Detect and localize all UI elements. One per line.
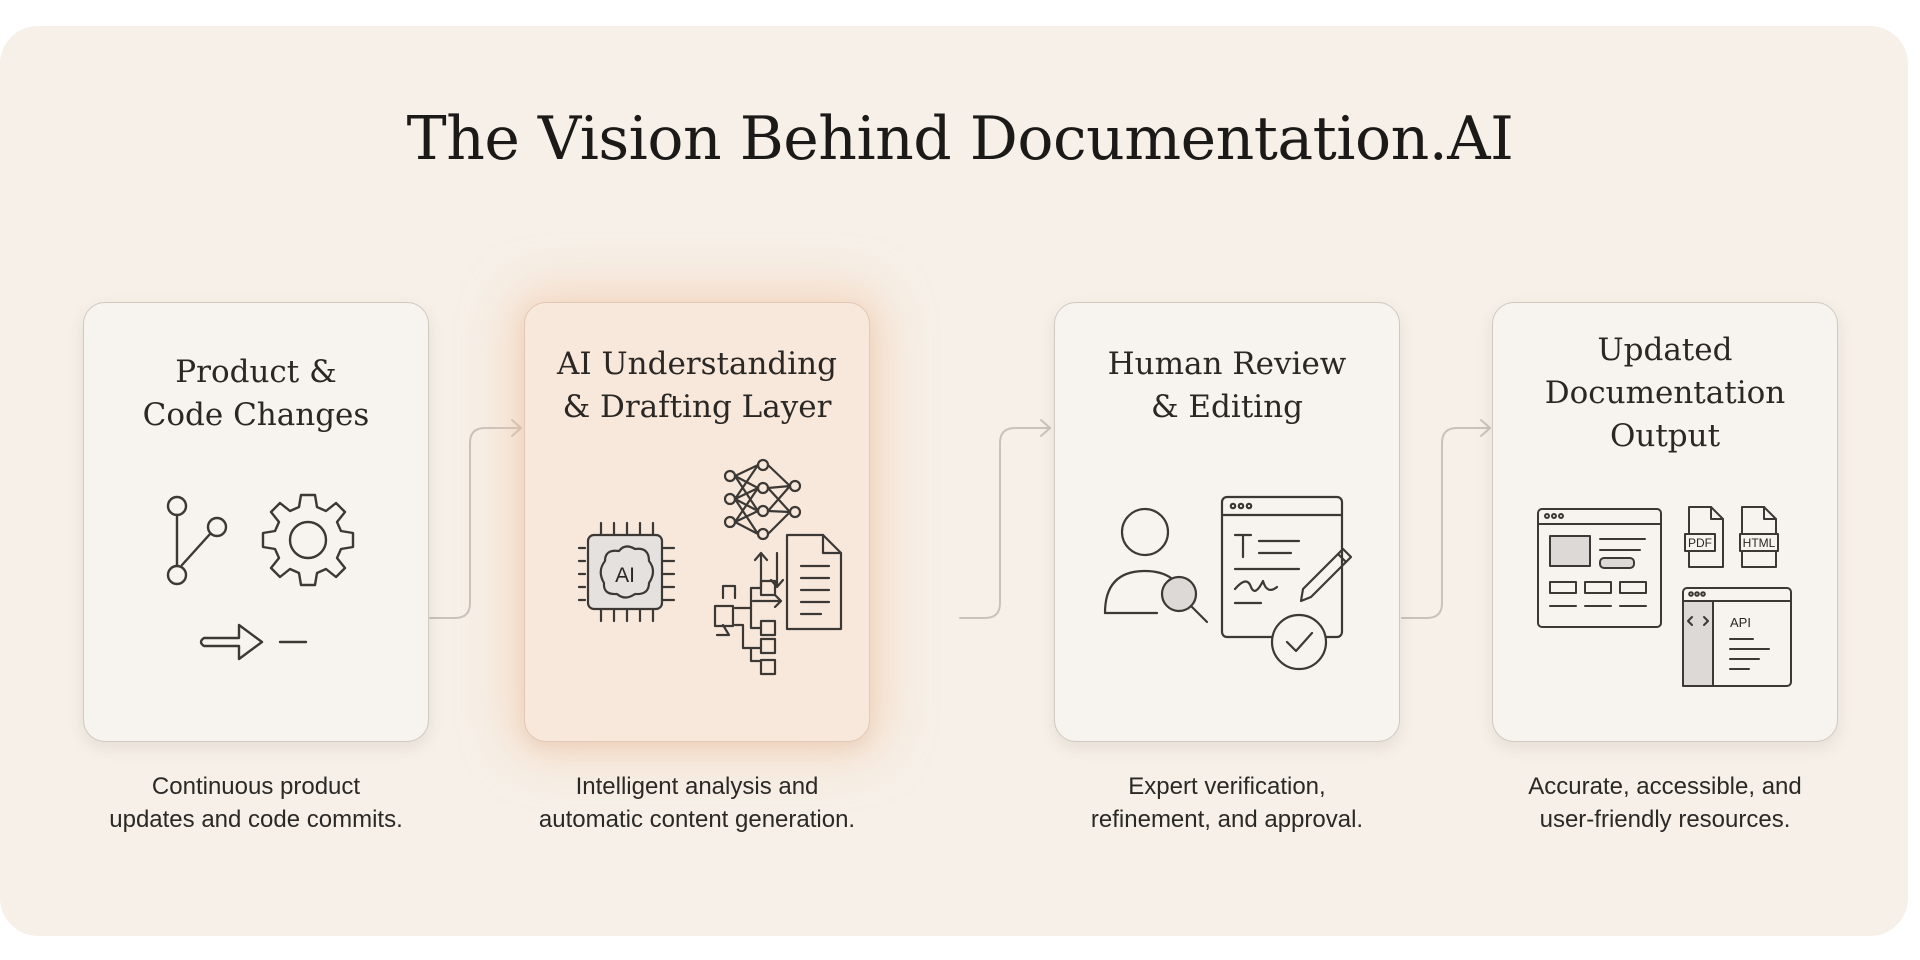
web-page-icon — [1537, 508, 1662, 628]
svg-text:API: API — [1730, 615, 1751, 630]
branch-icon — [166, 495, 228, 586]
flowchart-icon — [713, 579, 777, 676]
step-title: Product & Code Changes — [142, 354, 370, 433]
step-title: Updated Documentation Output — [1544, 332, 1786, 454]
page-title: The Vision Behind Documentation.AI — [406, 104, 1514, 174]
pdf-file-icon: PDF — [1684, 506, 1724, 568]
neural-network-icon — [723, 458, 802, 541]
reviewer-icon — [1103, 507, 1209, 624]
step-card-ai-understanding: AI Understanding & Drafting Layer AI — [524, 302, 870, 742]
step-caption-3: Expert verification, refinement, and app… — [1090, 773, 1364, 833]
svg-text:PDF: PDF — [1688, 536, 1712, 550]
editor-window-icon — [1220, 495, 1353, 639]
step-4-icons: PDF HTML API — [1537, 506, 1792, 687]
gear-icon — [261, 493, 355, 587]
svg-text:HTML: HTML — [1743, 536, 1776, 550]
step-card-human-review: Human Review & Editing — [1054, 302, 1400, 742]
ai-chip-icon: AI — [577, 521, 676, 623]
arrow-icon — [199, 623, 308, 661]
step-1-icons — [166, 493, 355, 661]
checkmark-icon — [1270, 613, 1328, 671]
step-title: AI Understanding & Drafting Layer — [557, 346, 837, 425]
step-2-icons: AI — [577, 458, 843, 676]
step-card-product-code-changes: Product & Code Changes — [83, 302, 429, 742]
step-3-icons — [1103, 495, 1353, 671]
step-card-documentation-output: Updated Documentation Output — [1492, 302, 1838, 742]
svg-text:AI: AI — [615, 564, 635, 587]
step-caption-2: Intelligent analysis and automatic conte… — [538, 773, 856, 833]
html-file-icon: HTML — [1739, 506, 1779, 568]
document-sort-icon — [751, 533, 843, 631]
step-caption-4: Accurate, accessible, and user-friendly … — [1528, 773, 1802, 833]
step-title: Human Review & Editing — [1107, 346, 1347, 425]
api-window-icon: API — [1682, 587, 1792, 687]
step-caption-1: Continuous product updates and code comm… — [109, 773, 403, 833]
